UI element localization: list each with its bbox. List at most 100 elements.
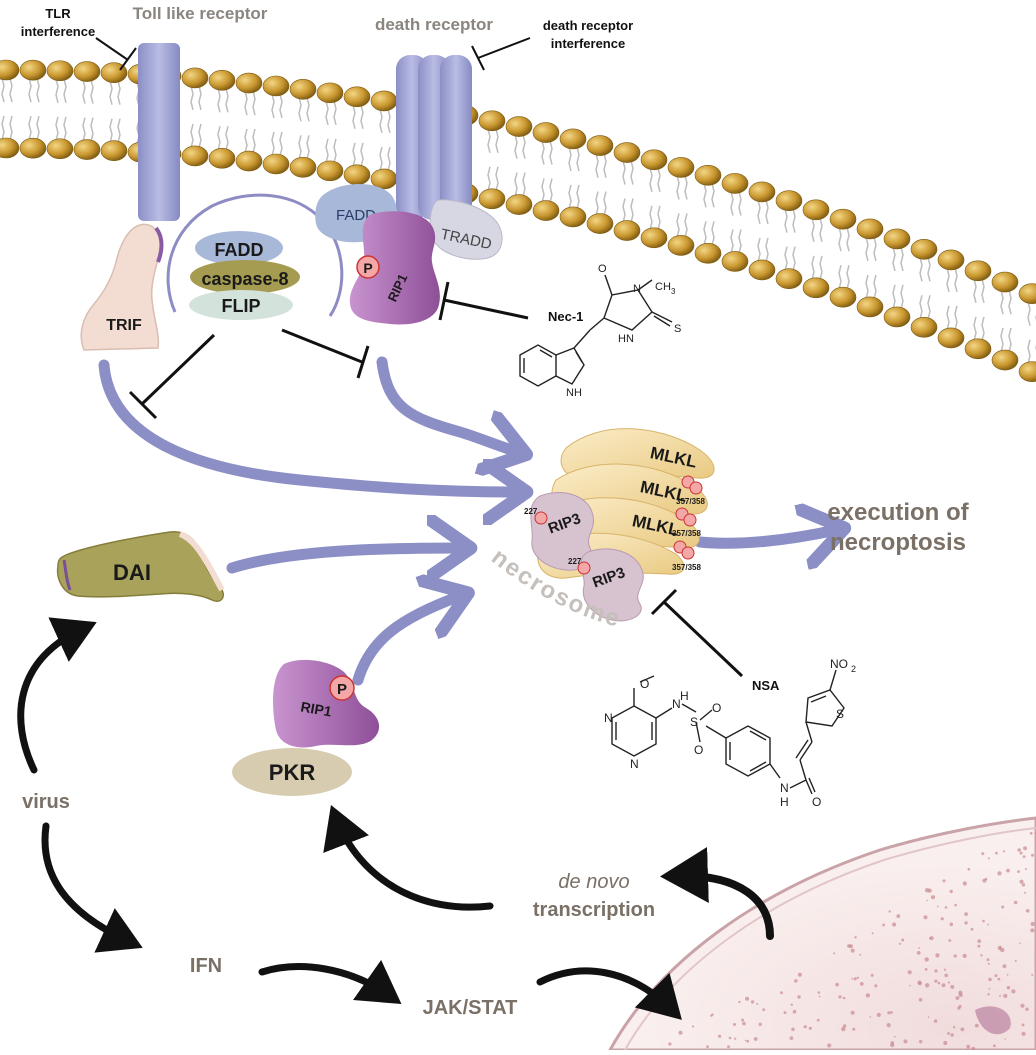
chromatin-dot [1024,891,1027,894]
nsa-atom-n-b: N [630,757,639,771]
chromatin-dot [933,1019,938,1023]
lipid-head [775,190,803,212]
chromatin-dot [917,980,922,985]
chromatin-dot [742,1021,746,1026]
lipid-tail [352,104,364,167]
nucleus [607,816,1036,1052]
lipid-head [964,260,992,282]
lipid-head [532,200,560,221]
nsa-label: NSA [752,678,780,693]
chromatin-dot [797,972,802,977]
trif-to-necrosome-arrow [98,359,518,492]
chromatin-dot [942,879,946,883]
chromatin-dot [943,1040,948,1046]
chromatin-dot [893,1035,896,1038]
chromatin-dot [988,987,991,990]
chromatin-dot [1021,883,1026,887]
chromatin-dot [896,914,901,918]
lipid-tail [703,183,715,246]
rip1-bottom-protein: RIP1 P [273,659,380,748]
lipid-head [694,242,722,264]
nec1-atom-nh: NH [566,387,582,399]
lipid-tail [55,78,67,141]
chromatin-dot [964,912,968,916]
chromatin-dot [937,981,941,985]
chromatin-dot [987,857,990,860]
chromatin-dot [1019,879,1024,884]
chromatin-dot [890,1041,894,1045]
chromatin-dot [988,977,992,982]
lipid-head [46,60,74,82]
chromatin-dot [1002,964,1007,969]
lipid-head [478,188,506,210]
chromatin-dot [924,968,928,971]
chromatin-dot [728,1036,732,1040]
lipid-head [748,259,776,281]
chromatin-dot [882,923,885,927]
chromatin-dot [934,979,938,983]
lipid-head [343,86,371,108]
chromatin-dot [962,881,967,886]
mlkl-phospho-sites: 357/358 357/358 357/358 [672,475,705,572]
nec1-atom-s: S [674,323,681,335]
chromatin-dot [964,921,968,925]
mlkl-3-site: 357/358 [672,563,701,572]
jakstat-to-nucleus-arrow [536,967,682,1020]
lipid-head [640,227,668,249]
lipid-tail [811,217,823,281]
chromatin-dot [927,1016,930,1018]
rip1-to-necrosome-arrow [376,356,518,452]
complex-inhibition-lines [128,328,370,420]
chromatin-dot [957,1006,961,1010]
lipid-head [1018,283,1036,304]
lipid-head [613,142,641,163]
lipid-head [667,157,695,178]
lipid-head [991,271,1019,293]
chromatin-dot [790,1003,793,1006]
lipid-head [1018,361,1036,382]
lipid-head [19,137,47,159]
lipid-head [532,122,560,143]
chromatin-dot [944,906,948,909]
rip3-2-site: 227 [568,557,582,566]
lipid-head [235,72,263,94]
chromatin-dot [967,867,971,871]
chromatin-dot [997,977,1001,981]
chromatin-dot [738,1000,741,1004]
chromatin-dot [850,948,855,953]
lipid-head [289,156,317,178]
chromatin-dot [741,1018,745,1022]
dai-to-necrosome-arrow [226,548,462,568]
nsa-inhibition [650,588,744,678]
flip-label: FLIP [222,296,261,316]
dai-label: DAI [113,560,151,585]
chromatin-dot [954,903,957,907]
chromatin-dot [1014,960,1017,962]
denovo-label: de novo [558,871,629,893]
chromatin-dot [835,982,839,987]
chromatin-dot [842,996,846,1000]
lipid-head [262,75,290,97]
chromatin-dot [797,995,801,999]
virus-pathway-arrows [17,617,774,1020]
necrosome-to-execution-arrow [694,530,836,543]
chromatin-dot [1006,868,1010,873]
chromatin-dot [1019,942,1021,944]
lipid-head [0,137,20,159]
lipid-head [559,128,587,150]
nsa-atom-amide-n: N [780,781,789,795]
lipid-head [262,153,290,175]
execution-label-1: execution of [827,499,969,526]
chromatin-dot [890,1011,893,1014]
lipid-head [559,206,587,228]
chromatin-dot [808,1026,812,1030]
lipid-tail [622,160,634,223]
nucleus-to-transcription-arrow [660,847,774,940]
lipid-head [937,327,965,349]
chromatin-dot [753,1037,758,1041]
chromatin-dot [818,995,821,998]
lipid-head [208,70,236,91]
chromatin-dot [887,1011,891,1015]
nec1-label: Nec-1 [548,309,583,324]
